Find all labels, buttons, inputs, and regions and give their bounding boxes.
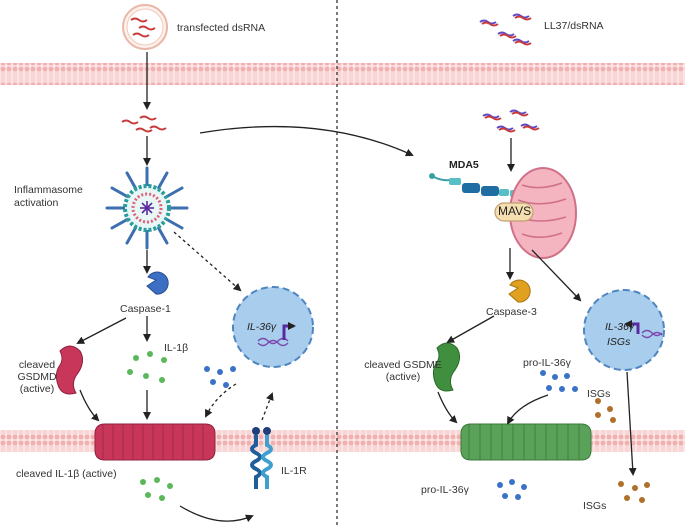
label-il36g-left: IL-36γ <box>247 321 277 333</box>
label-cleaved-gsdmd: cleaved GSDMD (active) <box>17 359 57 395</box>
label-isgs-nucleus: ISGs <box>607 336 631 348</box>
plasma-membrane-top <box>0 63 685 85</box>
il1r-receptor-icon <box>250 427 273 489</box>
label-cleaved-il1b: cleaved IL-1β (active) <box>16 468 117 480</box>
label-caspase-3: Caspase-3 <box>486 306 537 318</box>
label-ll37-dsrna: LL37/dsRNA <box>544 20 604 32</box>
label-pro-il36g-top: pro-IL-36γ <box>523 357 571 369</box>
gsdme-pore-icon <box>460 423 592 461</box>
pro-il36g-dots-bottom <box>497 479 527 500</box>
transfection-vesicle-icon <box>122 4 168 50</box>
gsdme-protein-icon <box>432 342 461 392</box>
mavs-protein <box>494 202 534 222</box>
cleaved-il1b-dots <box>140 477 173 501</box>
gsdmd-protein-icon <box>55 345 84 395</box>
label-transfected-dsrna: transfected dsRNA <box>177 22 266 34</box>
caspase-3-icon <box>508 279 531 303</box>
label-cleaved-gsdme: cleaved GSDME (active) <box>364 359 442 383</box>
label-pro-il36g-bottom: pro-IL-36γ <box>421 484 469 496</box>
il36g-dots-left <box>204 366 236 388</box>
label-il1b: IL-1β <box>164 342 189 354</box>
label-il36g-right: IL-36γ <box>605 321 635 333</box>
label-mda5: MDA5 <box>449 159 479 171</box>
pro-il36g-dots-top <box>540 370 578 392</box>
il1b-dots <box>127 351 167 383</box>
dsrna-cluster-left-icon <box>121 115 167 133</box>
label-il1r: IL-1R <box>281 465 307 477</box>
gsdmd-pore-icon <box>94 423 216 461</box>
ll37-dsrna-internalized-icon <box>482 109 540 133</box>
caspase-1-icon <box>146 271 169 295</box>
nucleus-left-icon <box>232 286 314 368</box>
label-mavs: MAVS <box>498 204 532 218</box>
mda5-protein-icon <box>429 173 520 197</box>
nucleus-right-icon <box>583 289 665 371</box>
label-inflammasome-activation: Inflammasome activation <box>14 184 83 209</box>
isgs-dots-bottom <box>618 481 650 503</box>
inflammasome-icon <box>105 166 189 250</box>
ll37-dsrna-cluster-icon <box>479 13 532 46</box>
label-isgs-mid: ISGs <box>587 388 611 400</box>
label-caspase-1: Caspase-1 <box>120 303 171 315</box>
isgs-dots-mid <box>595 398 616 423</box>
pathway-arrows <box>76 52 637 523</box>
label-isgs-bottom: ISGs <box>583 500 607 512</box>
